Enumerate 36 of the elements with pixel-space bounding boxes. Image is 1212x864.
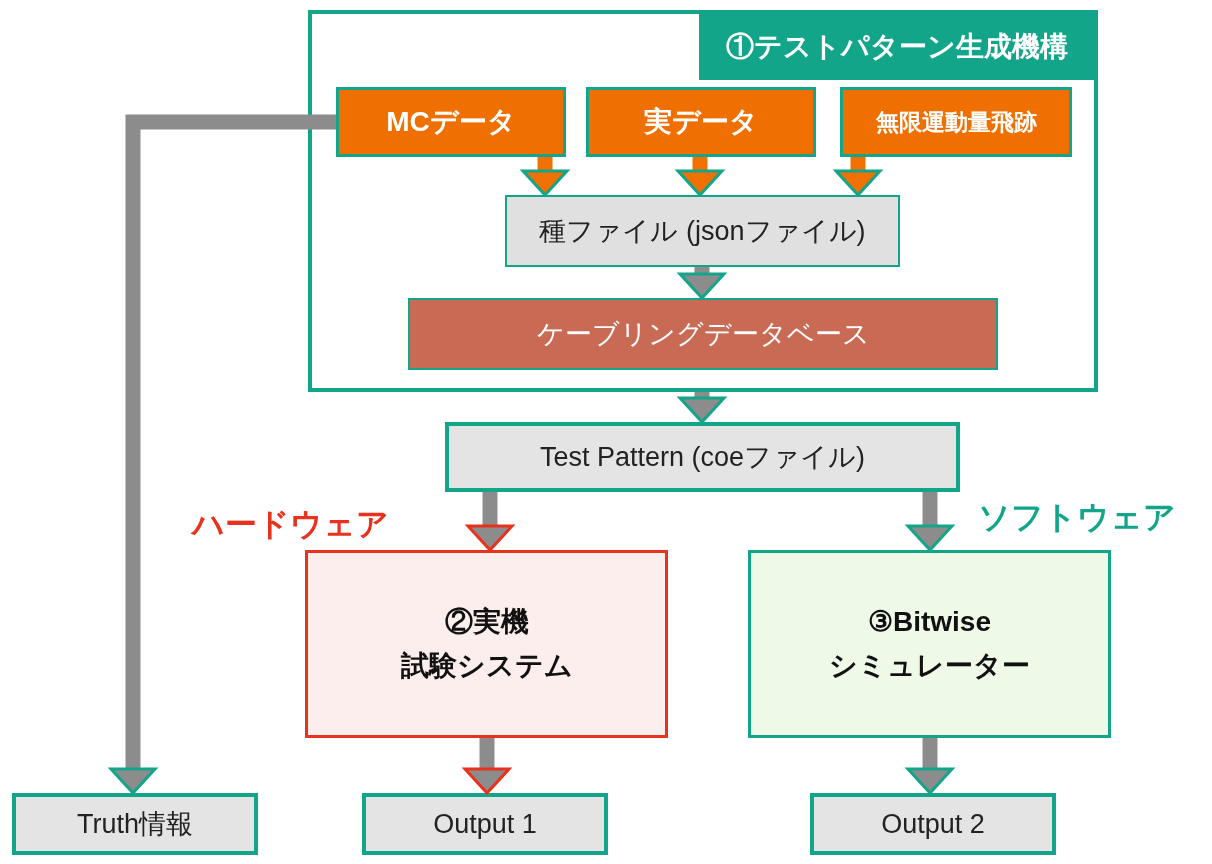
data-box	[336, 87, 566, 157]
arrow	[678, 392, 726, 424]
system-box	[305, 550, 668, 738]
pattern-box	[445, 422, 960, 492]
arrow	[109, 114, 336, 795]
arrow	[676, 157, 724, 197]
simulator-box	[748, 550, 1111, 738]
node-text: ②実機	[444, 605, 529, 639]
file-box	[505, 195, 900, 267]
data-box	[840, 87, 1072, 157]
arrow	[678, 267, 726, 300]
output-box	[362, 793, 608, 855]
node-text: 無限運動量飛跡	[875, 107, 1037, 137]
node-text: ケーブリングデータベース	[536, 317, 870, 351]
arrow	[521, 157, 569, 197]
node-text: MCデータ	[386, 105, 516, 139]
node-text: シミュレーター	[829, 649, 1030, 683]
data-box	[586, 87, 816, 157]
output-box	[810, 793, 1056, 855]
arrow	[834, 157, 882, 197]
node-text: 試験システム	[400, 649, 573, 683]
group-frame	[308, 10, 1098, 392]
output-box	[12, 793, 258, 855]
group-title: ①テストパターン生成機構	[699, 14, 1094, 80]
node-text: Test Pattern (coeファイル)	[539, 440, 866, 474]
arrow	[463, 738, 511, 795]
arrow	[466, 492, 514, 552]
node-text: Output 2	[881, 807, 985, 841]
arrow	[906, 738, 954, 795]
database-box	[408, 298, 998, 370]
node-text: Truth情報	[77, 807, 193, 841]
node-text: 実データ	[644, 105, 758, 139]
node-text: ③Bitwise	[868, 605, 991, 639]
node-text: 種ファイル (jsonファイル)	[539, 214, 866, 248]
arrow	[906, 492, 954, 552]
node-text: Output 1	[433, 807, 537, 841]
